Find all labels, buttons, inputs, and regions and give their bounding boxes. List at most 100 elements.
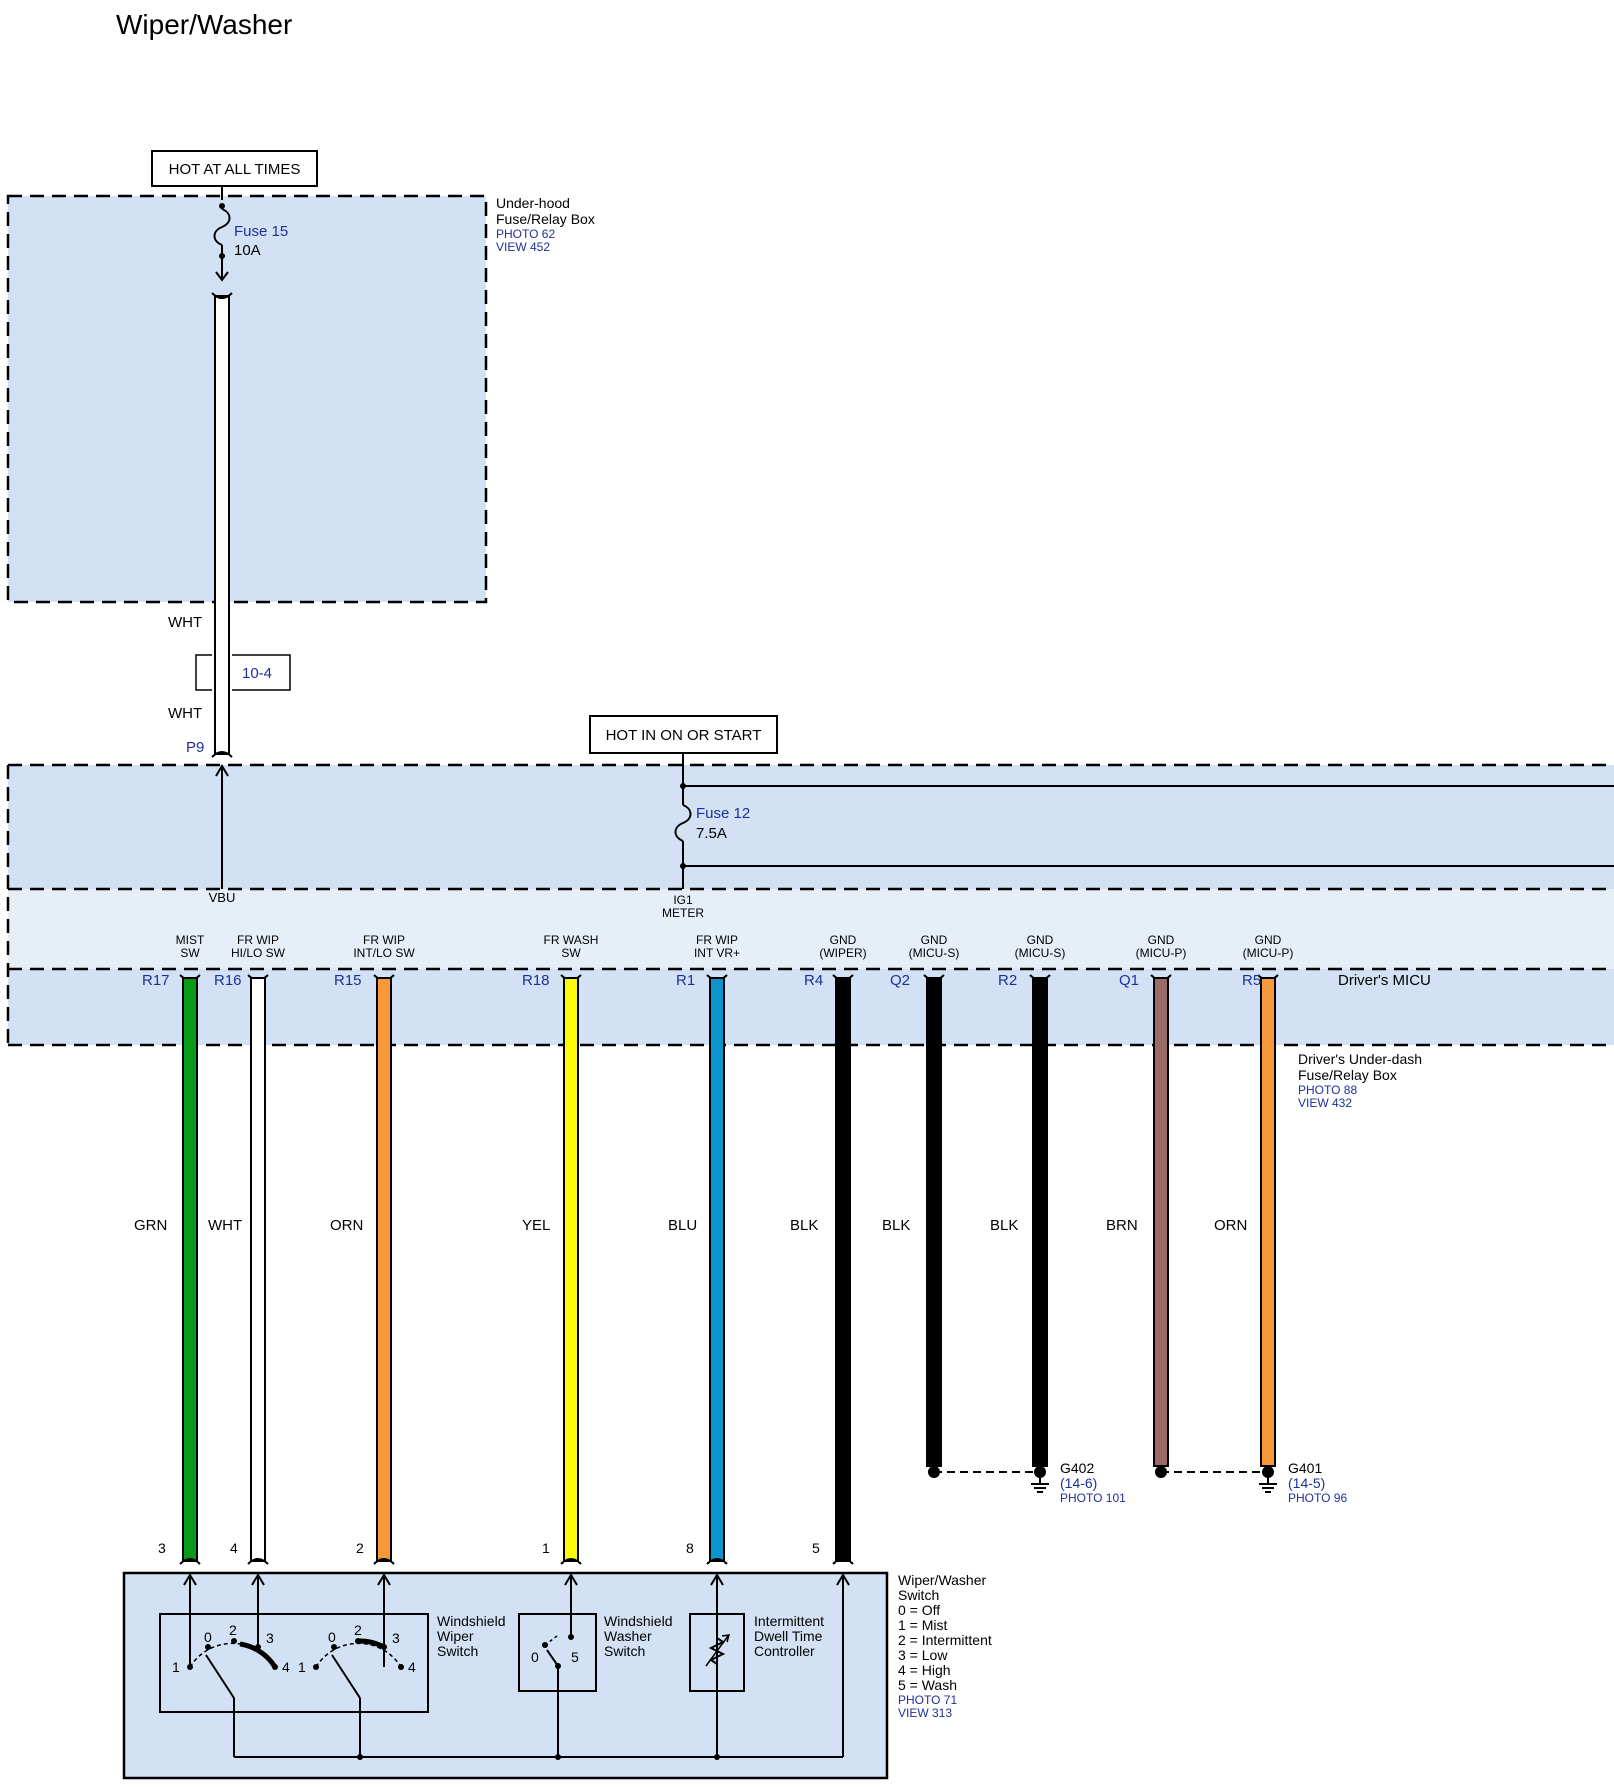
wire-r5-body [1260,977,1276,1467]
wire-r4-signal-2: (WIPER) [819,946,866,960]
legend-1: 1 = Mist [898,1617,948,1633]
wire-r2-color-label: BLK [990,1217,1018,1234]
micu-band [8,969,1614,1045]
wire-r4-pin: R4 [804,972,823,989]
fuse-12-name: Fuse 12 [696,805,750,822]
underhood-box-label: Under-hood Fuse/Relay Box PHOTO 62 VIEW … [496,195,595,254]
wire-r4-bottom-cap [832,1558,854,1565]
wire-q2-pin: Q2 [890,972,910,989]
wire-r5-color-label: ORN [1214,1217,1247,1234]
wire-r18-bottom-cap [560,1558,582,1565]
wiper-right-pos-1: 1 [298,1659,306,1675]
wire-r18-pin: R18 [522,972,550,989]
wire-r17-signal-1: MIST [176,933,205,947]
wire-r16-signal-2: HI/LO SW [231,946,286,960]
legend-4: 4 = High [898,1662,951,1678]
wire-r4-color-label: BLK [790,1217,818,1234]
pin-p9: P9 [186,739,204,756]
underdash-box-name-2: Fuse/Relay Box [1298,1067,1397,1083]
underhood-view-ref: VIEW 452 [496,240,550,254]
wire-q1-pin: Q1 [1119,972,1139,989]
wht-label-bottom: WHT [168,705,202,722]
wire-r1-signal-1: FR WIP [696,933,738,947]
wiper-left-pos-0: 0 [204,1629,212,1645]
hot-in-on-or-start-label: HOT IN ON OR START [589,715,778,754]
hot-in-on-or-start-text: HOT IN ON OR START [606,727,762,744]
g401-name: G401 [1288,1460,1322,1476]
wire-r17-bottom-cap [179,1558,201,1565]
switch-photo-ref: PHOTO 71 [898,1693,957,1707]
underdash-fuse-band [8,765,1614,889]
underdash-box-label: Driver's Under-dash Fuse/Relay Box PHOTO… [1298,1051,1422,1110]
vbu-label: VBU [209,890,236,905]
wiper-switch-label-3: Switch [437,1643,478,1659]
wire-r15-color-label: ORN [330,1217,363,1234]
wiper-right-pos-3: 3 [392,1630,400,1646]
underdash-terminal-band [8,889,1614,969]
underhood-box-name-2: Fuse/Relay Box [496,211,595,227]
wht-label-top: WHT [168,614,202,631]
wiper-left-pos-4: 4 [282,1659,290,1675]
wiper-washer-switch: 0 2 3 1 4 0 2 3 1 4 Windshield Wiper Swi… [122,1571,889,1780]
g402-ref: (14-6) [1060,1475,1097,1491]
wire-r16-pin: R16 [214,972,242,989]
diagram-title: Wiper/Washer [116,9,292,40]
underhood-photo-ref: PHOTO 62 [496,227,555,241]
wire-r18-color-label: YEL [522,1217,550,1234]
washer-pos-5: 5 [571,1649,579,1665]
switch-name-1: Wiper/Washer [898,1572,987,1588]
legend-5: 5 = Wash [898,1677,957,1693]
switch-legend: Wiper/Washer Switch 0 = Off 1 = Mist 2 =… [898,1572,992,1720]
wire-r5-signal-1: GND [1255,933,1282,947]
wiper-right-pos-2: 2 [354,1622,362,1638]
wire-r18-signal-1: FR WASH [544,933,599,947]
wire-r17-signal-2: SW [180,946,200,960]
fuse-15-rating: 10A [234,242,261,259]
wire-r2-signal-1: GND [1027,933,1054,947]
wht-feed-wire: WHT WHT P9 [168,292,233,758]
wiper-right-pos-4: 4 [408,1659,416,1675]
wire-r16-signal-1: FR WIP [237,933,279,947]
wire-r18-switch-pin: 1 [542,1540,550,1556]
wire-r16-bottom-cap [247,1558,269,1565]
underdash-photo-ref: PHOTO 88 [1298,1083,1357,1097]
wiper-switch-label-1: Windshield [437,1613,505,1629]
wire-r16-switch-pin: 4 [230,1540,238,1556]
wire-r15-body [376,977,392,1562]
wire-r18-body [563,977,579,1562]
vbu-terminal: VBU [209,764,236,905]
wire-r15-switch-pin: 2 [356,1540,364,1556]
ground-g401: G401 (14-5) PHOTO 96 [1155,1460,1347,1505]
g401-ref: (14-5) [1288,1475,1325,1491]
fuse-12: Fuse 12 7.5A IG1 METER [662,753,1614,920]
fuse-12-rating: 7.5A [696,825,727,842]
drivers-micu-label: Driver's MICU [1338,972,1431,989]
splice-ref: 10-4 [242,665,272,682]
dwell-label-2: Dwell Time [754,1628,823,1644]
wiper-left-pos-1: 1 [172,1659,180,1675]
hot-at-all-times-label: HOT AT ALL TIMES [151,150,318,187]
wire-r15-pin: R15 [334,972,362,989]
wire-q1-signal-1: GND [1148,933,1175,947]
hot-at-all-times-text: HOT AT ALL TIMES [169,161,301,178]
wire-r5-signal-2: (MICU-P) [1243,946,1294,960]
legend-2: 2 = Intermittent [898,1632,992,1648]
switch-view-ref: VIEW 313 [898,1706,952,1720]
wire-r1-bottom-cap [706,1558,728,1565]
washer-switch-label-1: Windshield [604,1613,672,1629]
wire-q1-color-label: BRN [1106,1217,1138,1234]
underhood-box-name-1: Under-hood [496,195,570,211]
wiper-switch-label-2: Wiper [437,1628,474,1644]
wire-q2-color-label: BLK [882,1217,910,1234]
wire-r1-body [709,977,725,1562]
legend-0: 0 = Off [898,1602,940,1618]
wire-r4-signal-1: GND [830,933,857,947]
wire-r18-signal-2: SW [561,946,581,960]
ig1-label: IG1 [673,893,693,907]
wire-r5-pin: R5 [1242,972,1261,989]
underdash-view-ref: VIEW 432 [1298,1096,1352,1110]
wire-r4-body [835,977,851,1562]
wire-r1-switch-pin: 8 [686,1540,694,1556]
underhood-fuse-box [6,194,488,604]
